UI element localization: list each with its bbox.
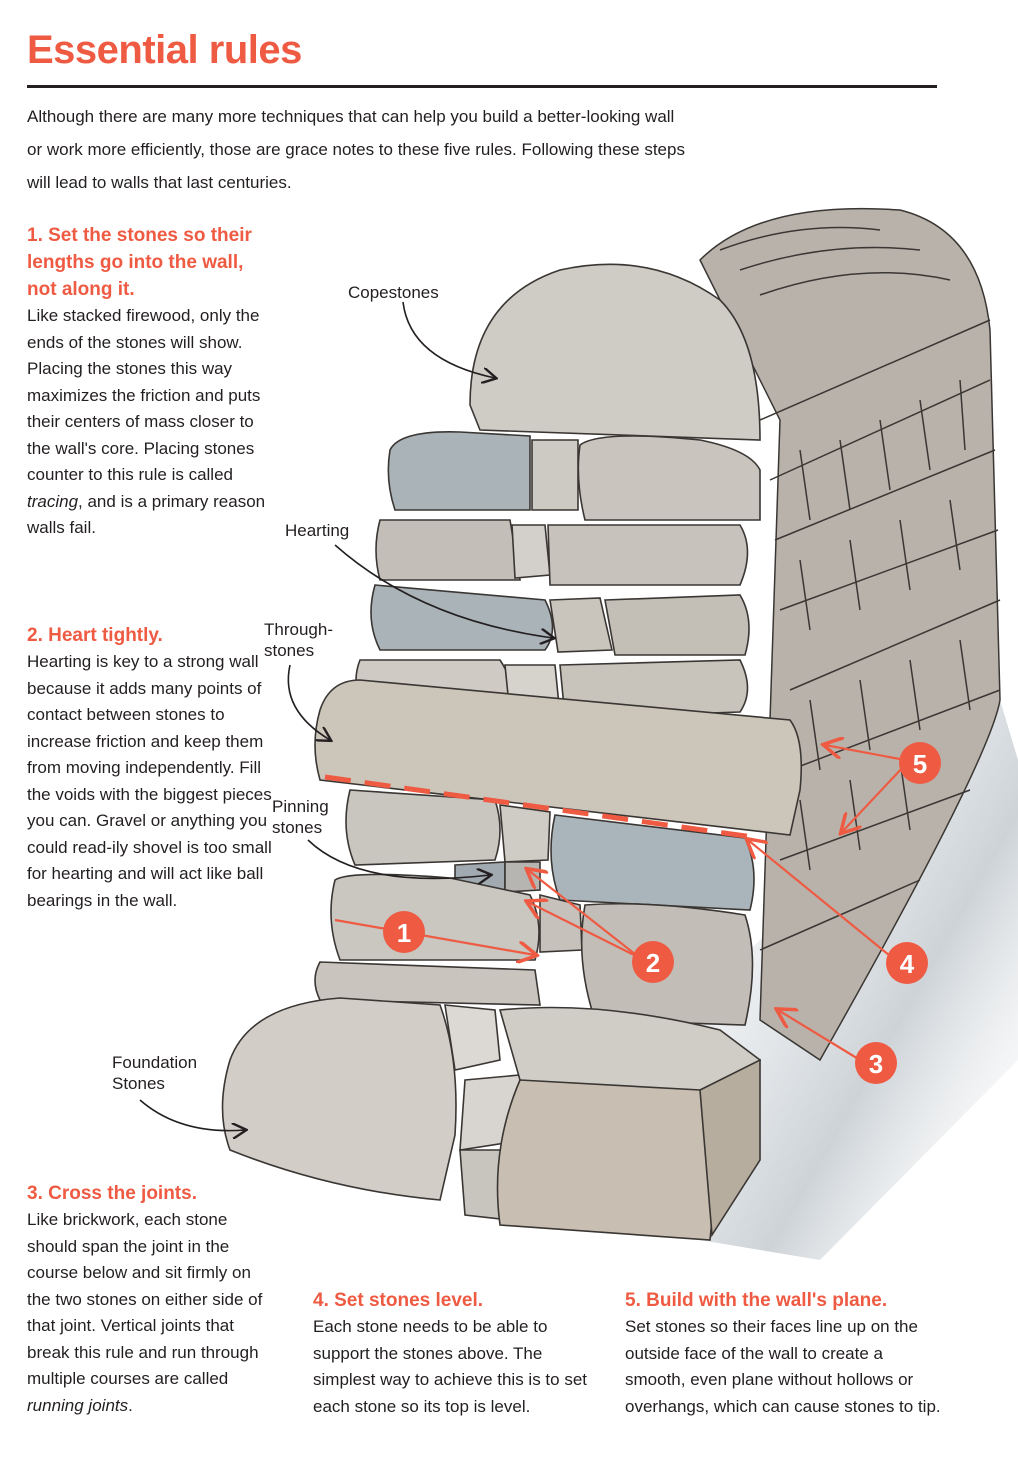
svg-text:2: 2 [646,948,660,978]
label-line: stones [264,641,315,660]
rule-body: Like brickwork, each stone should span t… [27,1210,263,1415]
wall-side-face [699,207,1001,1062]
rule-2: 2. Heart tightly. Hearting is key to a s… [27,622,277,914]
hearting-leader-arrow [334,544,553,638]
rule-3: 3. Cross the joints. Like brickwork, eac… [27,1180,277,1419]
rule-body: Set stones so their faces line up on the… [625,1317,941,1416]
rule3-arrow [778,1010,861,1061]
wall-front-face [355,431,761,719]
svg-text:5: 5 [913,749,927,779]
rule-heading: 3. Cross the joints. [27,1183,197,1204]
rule-heading: 1. Set the stones so their lengths go in… [27,225,252,300]
foundation-leader-arrow [139,1099,245,1131]
foundation-stone-left [221,997,457,1201]
rule4-arrow [748,840,896,961]
badge-1: 1 [383,911,425,953]
label-pinning-stones: Pinning stones [272,796,329,838]
svg-text:1: 1 [397,918,411,948]
copestones-leader-arrow [402,301,495,378]
throughstones-leader-arrow [287,664,330,740]
intro-paragraph: Although there are many more techniques … [27,107,685,192]
badge-5: 5 [899,742,941,784]
label-line: Foundation [112,1053,198,1072]
rule2-arrow-b [528,902,641,959]
rule-body: Like stacked firewood, only the ends of … [27,306,266,537]
rule1-arrow [334,918,535,955]
rule-4: 4. Set stones level. Each stone needs to… [313,1287,593,1420]
level-dashed-line [324,774,761,841]
rule-heading: 2. Heart tightly. [27,625,163,646]
copestone [469,263,761,441]
svg-text:3: 3 [869,1049,883,1079]
rule-heading: 5. Build with the wall's plane. [625,1290,888,1311]
rule-body: Each stone needs to be able to support t… [313,1317,588,1416]
rule-heading: 4. Set stones level. [313,1290,484,1311]
rule5-arrow-a [825,745,906,762]
label-foundation-stones: Foundation Stones [112,1052,197,1094]
label-line: Stones [112,1074,165,1093]
rule-5: 5. Build with the wall's plane. Set ston… [625,1287,945,1420]
pinning-leader-arrow [307,839,490,878]
rule-1: 1. Set the stones so their lengths go in… [27,222,277,542]
label-line: Through- [264,620,333,639]
rule5-arrow-b [842,764,906,832]
label-hearting: Hearting [285,521,350,540]
badge-3: 3 [855,1042,897,1084]
foundation-stone-right [496,1079,715,1241]
badge-2: 2 [632,941,674,983]
rule2-arrow-a [528,870,641,959]
label-line: stones [272,818,323,837]
label-copestones: Copestones [348,283,439,302]
rule-body: Hearting is key to a strong wall because… [27,652,272,910]
throughstone [314,679,803,836]
title-divider [27,85,937,88]
svg-text:4: 4 [900,949,915,979]
label-throughstones: Through- stones [264,619,333,661]
label-line: Pinning [272,797,329,816]
badge-4: 4 [886,942,928,984]
page-title: Essential rules [27,28,302,72]
